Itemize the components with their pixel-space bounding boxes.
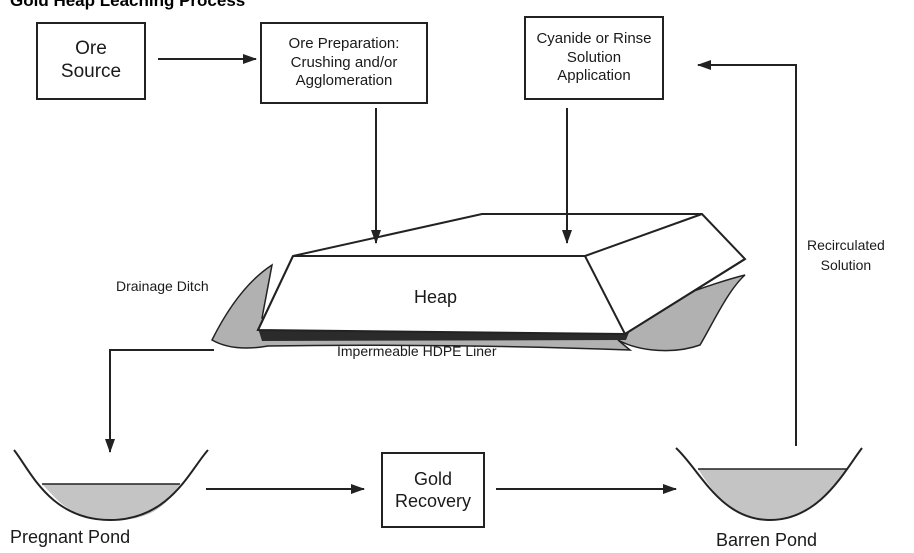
- heap-label: Heap: [414, 287, 458, 307]
- ore-prep-line-1: Ore Preparation:: [288, 34, 400, 52]
- ore-source-box: Ore Source: [36, 22, 146, 100]
- drainage-ditch-label: Drainage Ditch: [116, 278, 209, 294]
- ore-source-line-1: Ore: [75, 38, 107, 60]
- ore-preparation-box: Ore Preparation: Crushing and/or Agglome…: [260, 22, 428, 104]
- recirculated-line-1: Recirculated: [807, 237, 885, 253]
- diagram-title: Gold Heap Leaching Process: [10, 0, 246, 10]
- arrow-recirculation: [697, 60, 797, 446]
- liner-label: Impermeable HDPE Liner: [337, 343, 497, 359]
- cyanide-application-box: Cyanide or Rinse Solution Application: [524, 16, 664, 100]
- arrow-drain-to-pregnant: [105, 349, 214, 453]
- barren-pond: [675, 447, 863, 522]
- ore-prep-line-3: Agglomeration: [295, 72, 393, 90]
- heap: [256, 213, 747, 336]
- pregnant-pond-label: Pregnant Pond: [10, 527, 131, 547]
- barren-pond-label: Barren Pond: [716, 530, 818, 550]
- gold-recovery-line-2: Recovery: [394, 491, 472, 511]
- ore-prep-line-2: Crushing and/or: [290, 53, 398, 71]
- recirculated-line-2: Solution: [820, 257, 872, 274]
- gold-recovery-box: Gold Recovery: [381, 452, 485, 528]
- cyanide-line-1: Cyanide or Rinse: [536, 29, 652, 47]
- pregnant-pond: [13, 449, 209, 522]
- cyanide-line-2: Solution: [566, 48, 622, 66]
- ore-source-line-2: Source: [60, 61, 122, 82]
- cyanide-line-3: Application: [557, 67, 631, 85]
- recirculated-solution-label: Recirculated Solution: [807, 235, 885, 276]
- gold-recovery-line-1: Gold: [413, 468, 453, 489]
